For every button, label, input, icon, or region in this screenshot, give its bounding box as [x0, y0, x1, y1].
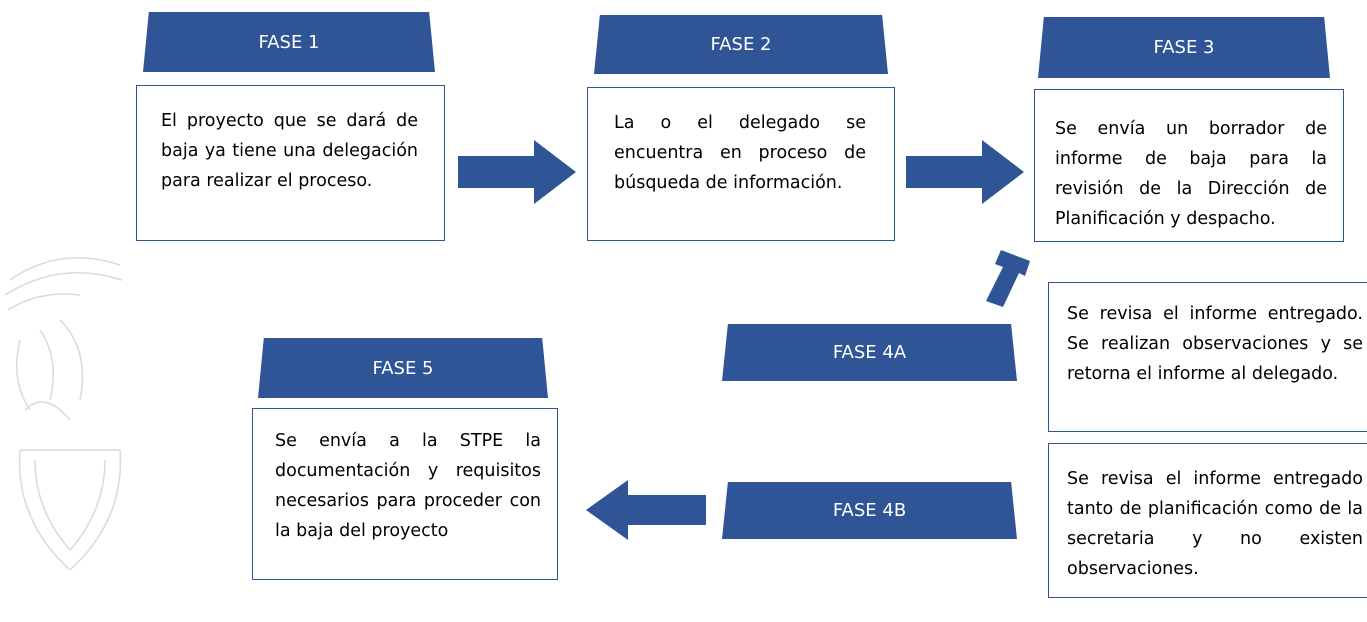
- fase-4a-box: Se revisa el informe entregado. Se reali…: [1048, 282, 1367, 432]
- fase-4a-label: FASE 4A: [832, 342, 907, 363]
- fase-1-text: El proyecto que se dará de baja ya tiene…: [161, 111, 418, 191]
- fase-1-box: El proyecto que se dará de baja ya tiene…: [136, 85, 445, 241]
- arrow-right-1: [458, 140, 576, 204]
- fase-4a-header: FASE 4A: [722, 324, 1017, 381]
- fase-2-text: La o el delegado se encuentra en proceso…: [614, 113, 866, 193]
- fase-2-label: FASE 2: [710, 34, 772, 55]
- fase-3-text: Se envía un borrador de informe de baja …: [1055, 119, 1327, 229]
- fase-5-header: FASE 5: [258, 338, 548, 398]
- fase-4b-box: Se revisa el informe entregado tanto de …: [1048, 443, 1367, 598]
- fase-5-label: FASE 5: [372, 357, 434, 379]
- fase-1-header: FASE 1: [143, 12, 435, 72]
- fase-3-label: FASE 3: [1153, 37, 1215, 58]
- fase-5-box: Se envía a la STPE la documentación y re…: [252, 408, 558, 580]
- fase-2-header: FASE 2: [594, 15, 888, 74]
- fase-4b-text: Se revisa el informe entregado tanto de …: [1067, 469, 1363, 579]
- fase-2-box: La o el delegado se encuentra en proceso…: [587, 87, 895, 241]
- fase-4a-text: Se revisa el informe entregado. Se reali…: [1067, 304, 1363, 384]
- fase-1-label: FASE 1: [258, 31, 320, 53]
- arrow-up-right: [986, 250, 1030, 307]
- arrow-left: [586, 480, 706, 540]
- watermark-seal-icon: [4, 256, 123, 571]
- fase-4b-header: FASE 4B: [722, 482, 1017, 539]
- fase-3-box: Se envía un borrador de informe de baja …: [1034, 89, 1344, 242]
- fase-3-header: FASE 3: [1038, 17, 1330, 78]
- fase-5-text: Se envía a la STPE la documentación y re…: [275, 431, 541, 541]
- arrow-right-2: [906, 140, 1024, 204]
- fase-4b-label: FASE 4B: [832, 500, 907, 521]
